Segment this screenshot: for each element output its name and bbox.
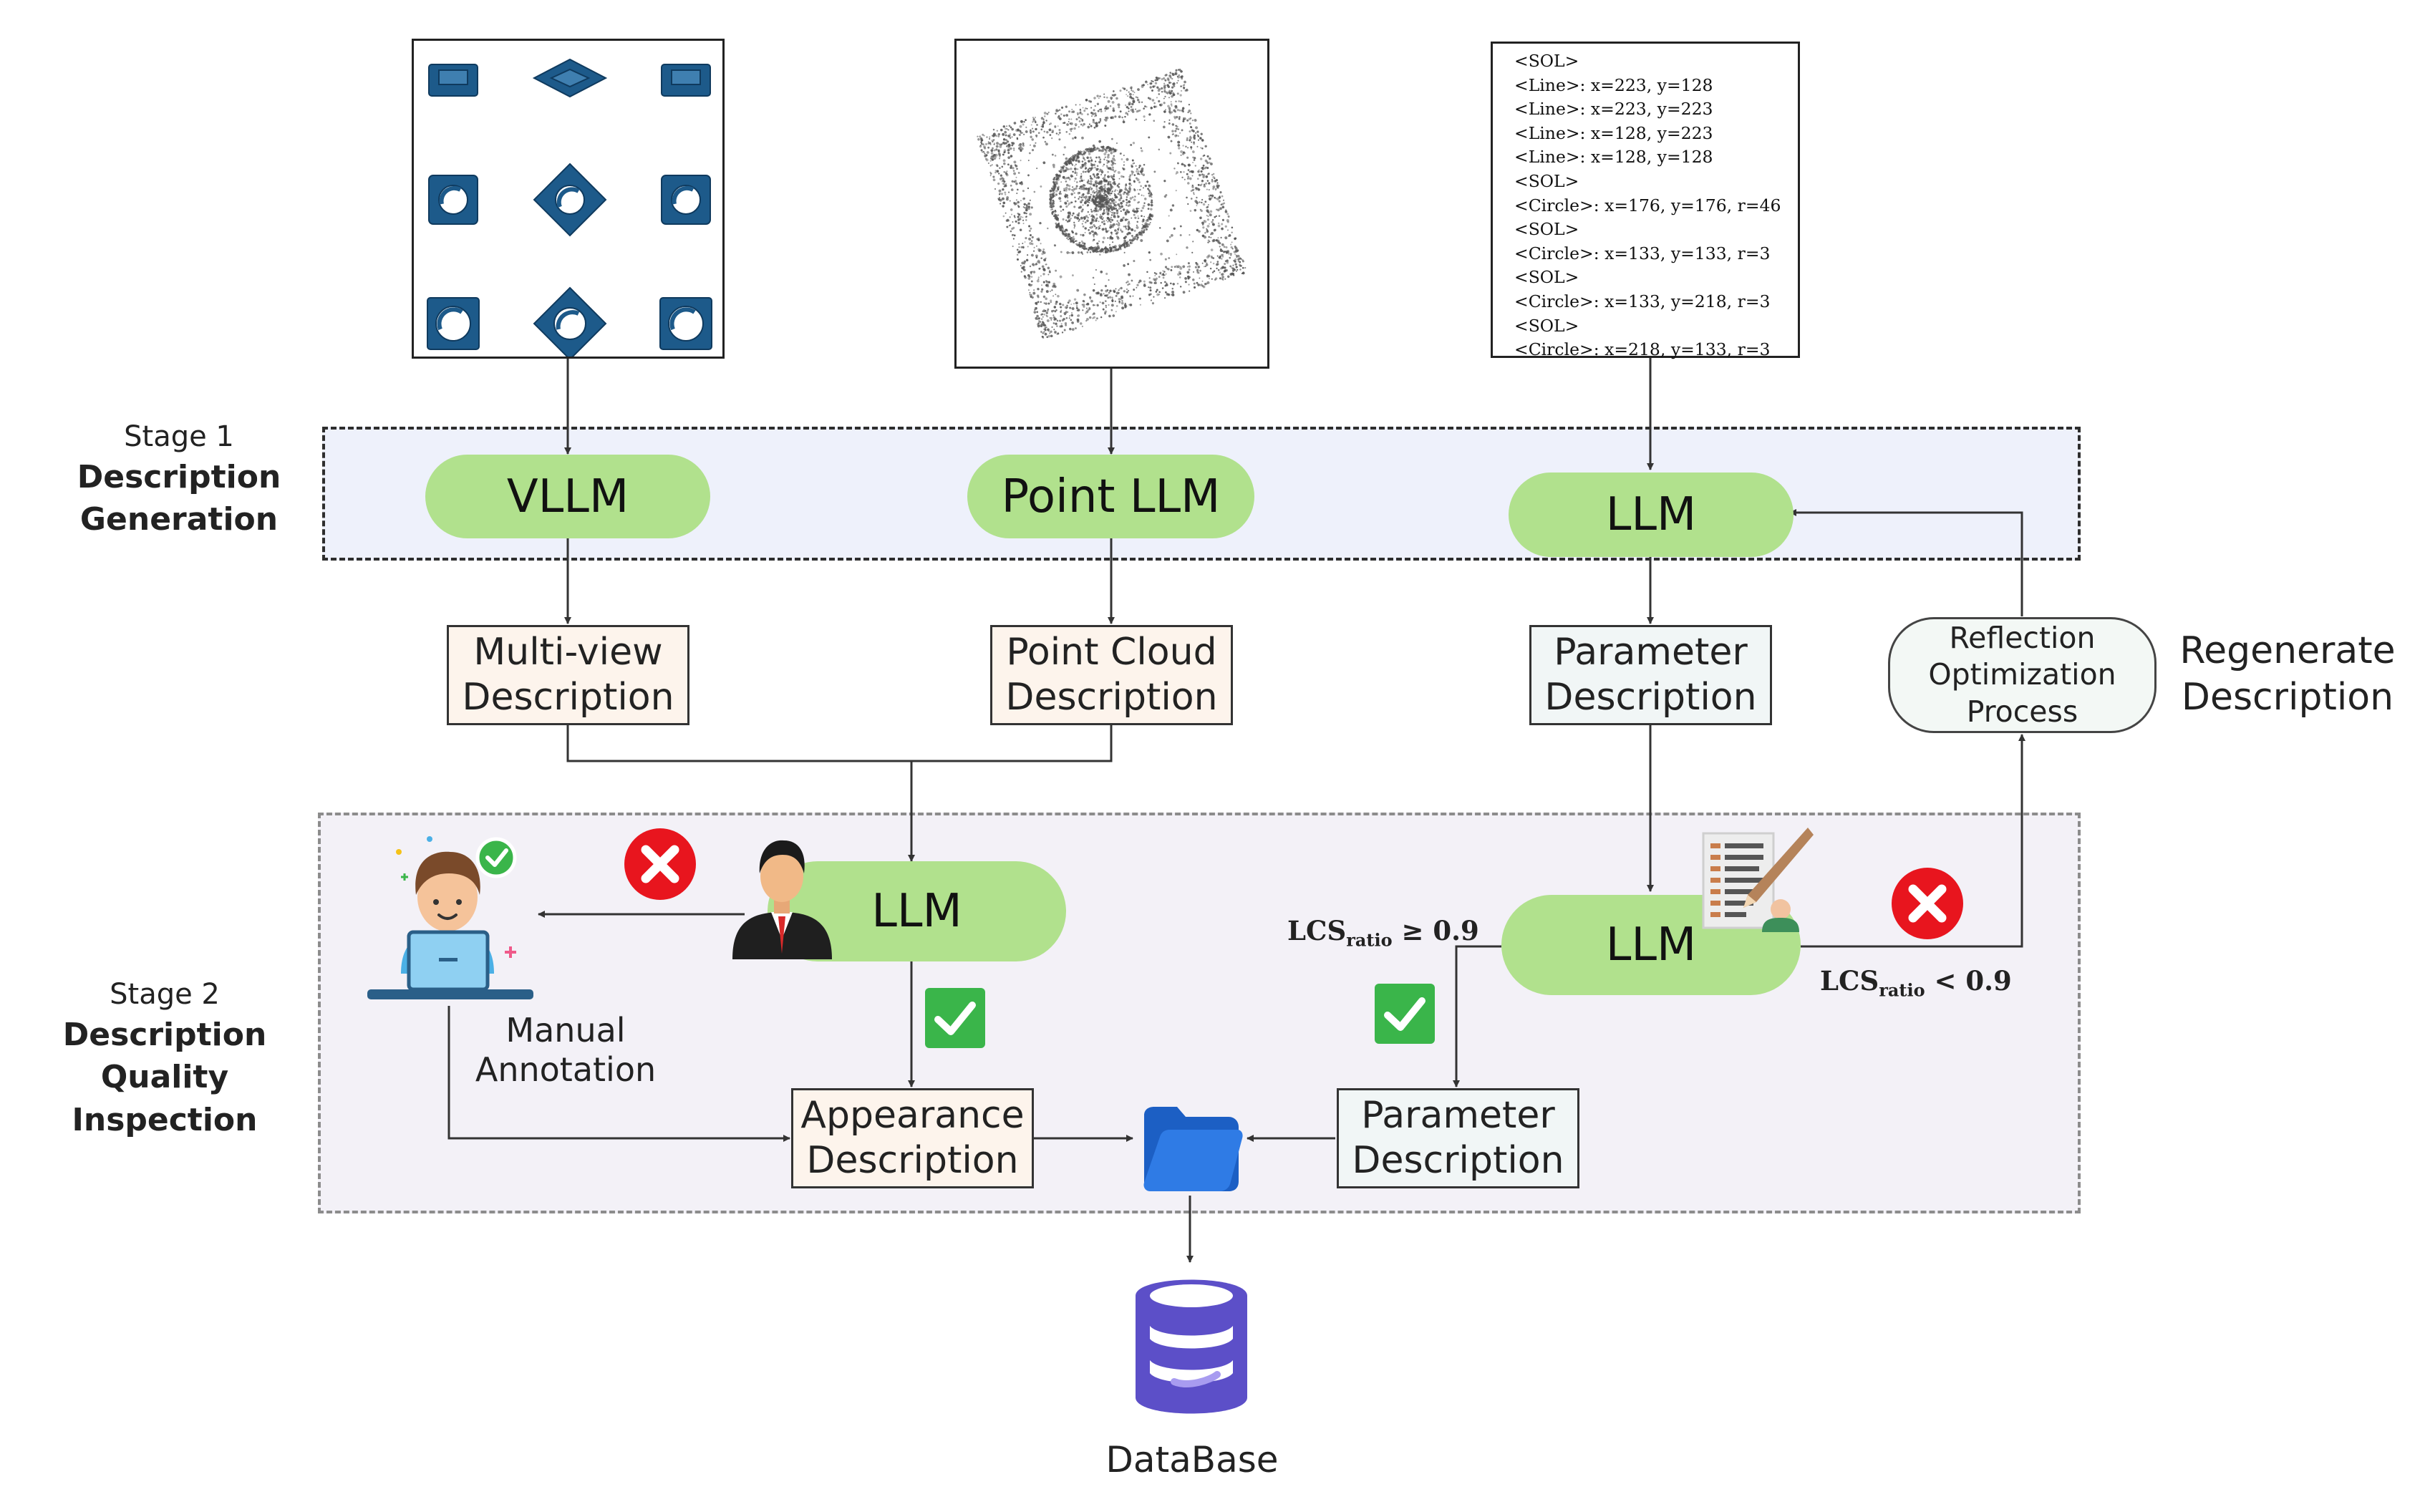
stage2-number: Stage 2 <box>110 978 220 1011</box>
parameter-description-box-top: Parameter Description <box>1529 625 1772 725</box>
lcs-pass-condition: LCSratio ≥ 0.9 <box>1287 915 1479 950</box>
cad-sequence-line: <SOL> <box>1514 267 1579 288</box>
cad-sequence-line: <Circle>: x=133, y=218, r=3 <box>1514 291 1771 311</box>
cad-sequence-line: <SOL> <box>1514 51 1579 71</box>
stage1-number: Stage 1 <box>124 420 234 453</box>
cad-sequence-line: <Line>: x=223, y=128 <box>1514 74 1713 95</box>
accept-icon-right <box>1375 984 1435 1044</box>
reflection-optimization-box: Reflection Optimization Process <box>1888 617 2157 733</box>
arrow-manual-to-appearance <box>447 1006 790 1142</box>
multiview-description-box: Multi-view Description <box>447 625 689 725</box>
arrow-llm-pass-to-parameter <box>1453 945 1501 1087</box>
stage1-title-line2: Generation <box>79 501 279 538</box>
cad-sequence-line: <Circle>: x=218, y=133, r=3 <box>1514 339 1771 360</box>
annotator-person-icon <box>367 836 533 999</box>
cad-sequence-line: <Line>: x=128, y=223 <box>1514 122 1713 143</box>
accept-icon-left <box>925 988 985 1048</box>
appearance-description-box: Appearance Description <box>791 1088 1034 1188</box>
cad-sequence-line: <Line>: x=223, y=223 <box>1514 99 1713 120</box>
manual-annotation-label: Manual Annotation <box>475 1011 657 1090</box>
arrow-merge-descriptions <box>566 725 1113 762</box>
reject-icon-left <box>624 828 696 900</box>
stage2-label: Stage 2 Description Quality Inspection <box>21 975 308 1141</box>
lcs-pass-main: LCS <box>1287 915 1347 946</box>
reject-icon-right <box>1892 868 1963 939</box>
cad-sequence-text: <SOL> <Line>: x=223, y=128 <Line>: x=223, … <box>1491 42 1800 359</box>
lcs-pass-relation: ≥ 0.9 <box>1401 915 1479 946</box>
llm-node-stage1: LLM <box>1509 472 1794 557</box>
stage1-title-line1: Description <box>77 459 281 495</box>
document-pen-icon <box>1702 828 1814 932</box>
cad-sequence-lines: <SOL> <Line>: x=223, y=128 <Line>: x=223, … <box>1514 49 1798 362</box>
cad-sequence-line: <SOL> <box>1514 170 1579 191</box>
parameter-description-box-bottom: Parameter Description <box>1337 1088 1579 1188</box>
lcs-fail-condition: LCSratio < 0.9 <box>1820 965 2012 1000</box>
vllm-node: VLLM <box>425 455 710 538</box>
database-icon <box>1136 1279 1247 1414</box>
cad-sequence-line: <SOL> <box>1514 315 1579 336</box>
point-cloud-image <box>977 68 1247 339</box>
cad-sequence-line: <Circle>: x=133, y=133, r=3 <box>1514 243 1771 263</box>
lcs-fail-relation: < 0.9 <box>1934 965 2012 997</box>
point-llm-node: Point LLM <box>967 455 1254 538</box>
stage2-title-line1: Description <box>62 1017 267 1053</box>
folder-icon <box>1143 1107 1243 1191</box>
multi-view-render-image <box>427 58 712 361</box>
multi-view-render-grid <box>412 39 725 361</box>
stage2-title-line2: Quality Inspection <box>72 1059 258 1138</box>
lcs-fail-sub: ratio <box>1879 979 1925 1001</box>
lcs-pass-sub: ratio <box>1346 929 1393 951</box>
arrow-llm-fail-to-reflection <box>1801 734 2025 948</box>
point-cloud-render <box>954 39 1269 369</box>
stage1-label: Stage 1 Description Generation <box>72 417 286 541</box>
database-label: DataBase <box>1105 1439 1279 1480</box>
cad-sequence-line: <SOL> <box>1514 219 1579 240</box>
lcs-fail-main: LCS <box>1820 965 1879 997</box>
regenerate-description-label: Regenerate Description <box>2179 629 2396 719</box>
cad-sequence-line: <Circle>: x=176, y=176, r=46 <box>1514 195 1781 215</box>
reviewer-person-icon <box>732 840 832 959</box>
pointcloud-description-box: Point Cloud Description <box>990 625 1233 725</box>
arrow-reflection-to-llm <box>1789 509 2023 616</box>
cad-sequence-line: <Line>: x=128, y=128 <box>1514 147 1713 168</box>
